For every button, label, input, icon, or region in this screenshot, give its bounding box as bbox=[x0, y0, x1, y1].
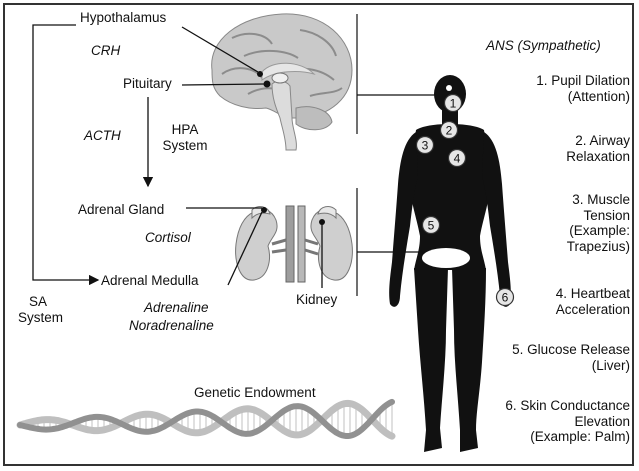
svg-text:1: 1 bbox=[450, 97, 457, 111]
response-3-line-3: (Example: bbox=[567, 223, 630, 239]
marker-5: 5 bbox=[423, 217, 440, 234]
response-3-line-2: Tension bbox=[567, 208, 630, 224]
marker-1: 1 bbox=[445, 95, 462, 112]
response-4-line-2: Acceleration bbox=[556, 302, 630, 318]
response-2-line-1: 2. Airway bbox=[566, 133, 630, 149]
response-4-text: 4. Heartbeat Acceleration bbox=[556, 286, 630, 317]
hypothalamus-label: Hypothalamus bbox=[80, 10, 166, 26]
response-3-text: 3. Muscle Tension (Example: Trapezius) bbox=[567, 192, 630, 254]
genetic-endowment-label: Genetic Endowment bbox=[194, 385, 316, 401]
adrenal-medulla-label: Adrenal Medulla bbox=[101, 273, 199, 289]
acth-label: ACTH bbox=[84, 128, 121, 144]
adrenaline-label: Adrenaline bbox=[144, 300, 209, 316]
svg-text:5: 5 bbox=[428, 219, 435, 233]
dna-helix-illustration bbox=[20, 402, 392, 436]
response-1-line-1: 1. Pupil Dilation bbox=[536, 73, 630, 89]
svg-text:4: 4 bbox=[454, 152, 461, 166]
kidney-illustration bbox=[236, 206, 353, 282]
hpa-system-line-2: System bbox=[155, 138, 215, 154]
response-1-text: 1. Pupil Dilation (Attention) bbox=[536, 73, 630, 104]
response-2-line-2: Relaxation bbox=[566, 149, 630, 165]
sa-system-line-1: SA bbox=[18, 294, 58, 310]
response-2-text: 2. Airway Relaxation bbox=[566, 133, 630, 164]
kidney-label: Kidney bbox=[296, 292, 337, 308]
response-5-line-2: (Liver) bbox=[512, 358, 630, 374]
pituitary-label: Pituitary bbox=[123, 76, 172, 92]
svg-text:3: 3 bbox=[422, 139, 429, 153]
cortisol-label: Cortisol bbox=[145, 230, 191, 246]
brain-illustration bbox=[212, 14, 352, 150]
response-1-line-2: (Attention) bbox=[536, 89, 630, 105]
hpa-system-label: HPA System bbox=[155, 122, 215, 153]
response-6-line-1: 6. Skin Conductance bbox=[505, 398, 630, 414]
marker-3: 3 bbox=[417, 137, 434, 154]
sa-system-line-2: System bbox=[18, 310, 58, 326]
sa-system-label: SA System bbox=[18, 294, 58, 325]
marker-4: 4 bbox=[449, 150, 466, 167]
hpa-system-line-1: HPA bbox=[155, 122, 215, 138]
svg-text:2: 2 bbox=[446, 124, 453, 138]
response-5-text: 5. Glucose Release (Liver) bbox=[512, 342, 630, 373]
response-3-line-4: Trapezius) bbox=[567, 239, 630, 255]
crh-label: CRH bbox=[91, 43, 120, 59]
response-6-line-2: Elevation bbox=[505, 414, 630, 430]
response-6-text: 6. Skin Conductance Elevation (Example: … bbox=[505, 398, 630, 445]
ans-title: ANS (Sympathetic) bbox=[486, 38, 601, 54]
svg-text:6: 6 bbox=[502, 291, 509, 305]
marker-6: 6 bbox=[497, 289, 514, 306]
noradrenaline-label: Noradrenaline bbox=[129, 318, 214, 334]
response-4-line-1: 4. Heartbeat bbox=[556, 286, 630, 302]
response-6-line-3: (Example: Palm) bbox=[505, 429, 630, 445]
response-3-line-1: 3. Muscle bbox=[567, 192, 630, 208]
marker-2: 2 bbox=[441, 122, 458, 139]
adrenal-gland-label: Adrenal Gland bbox=[78, 202, 164, 218]
response-5-line-1: 5. Glucose Release bbox=[512, 342, 630, 358]
